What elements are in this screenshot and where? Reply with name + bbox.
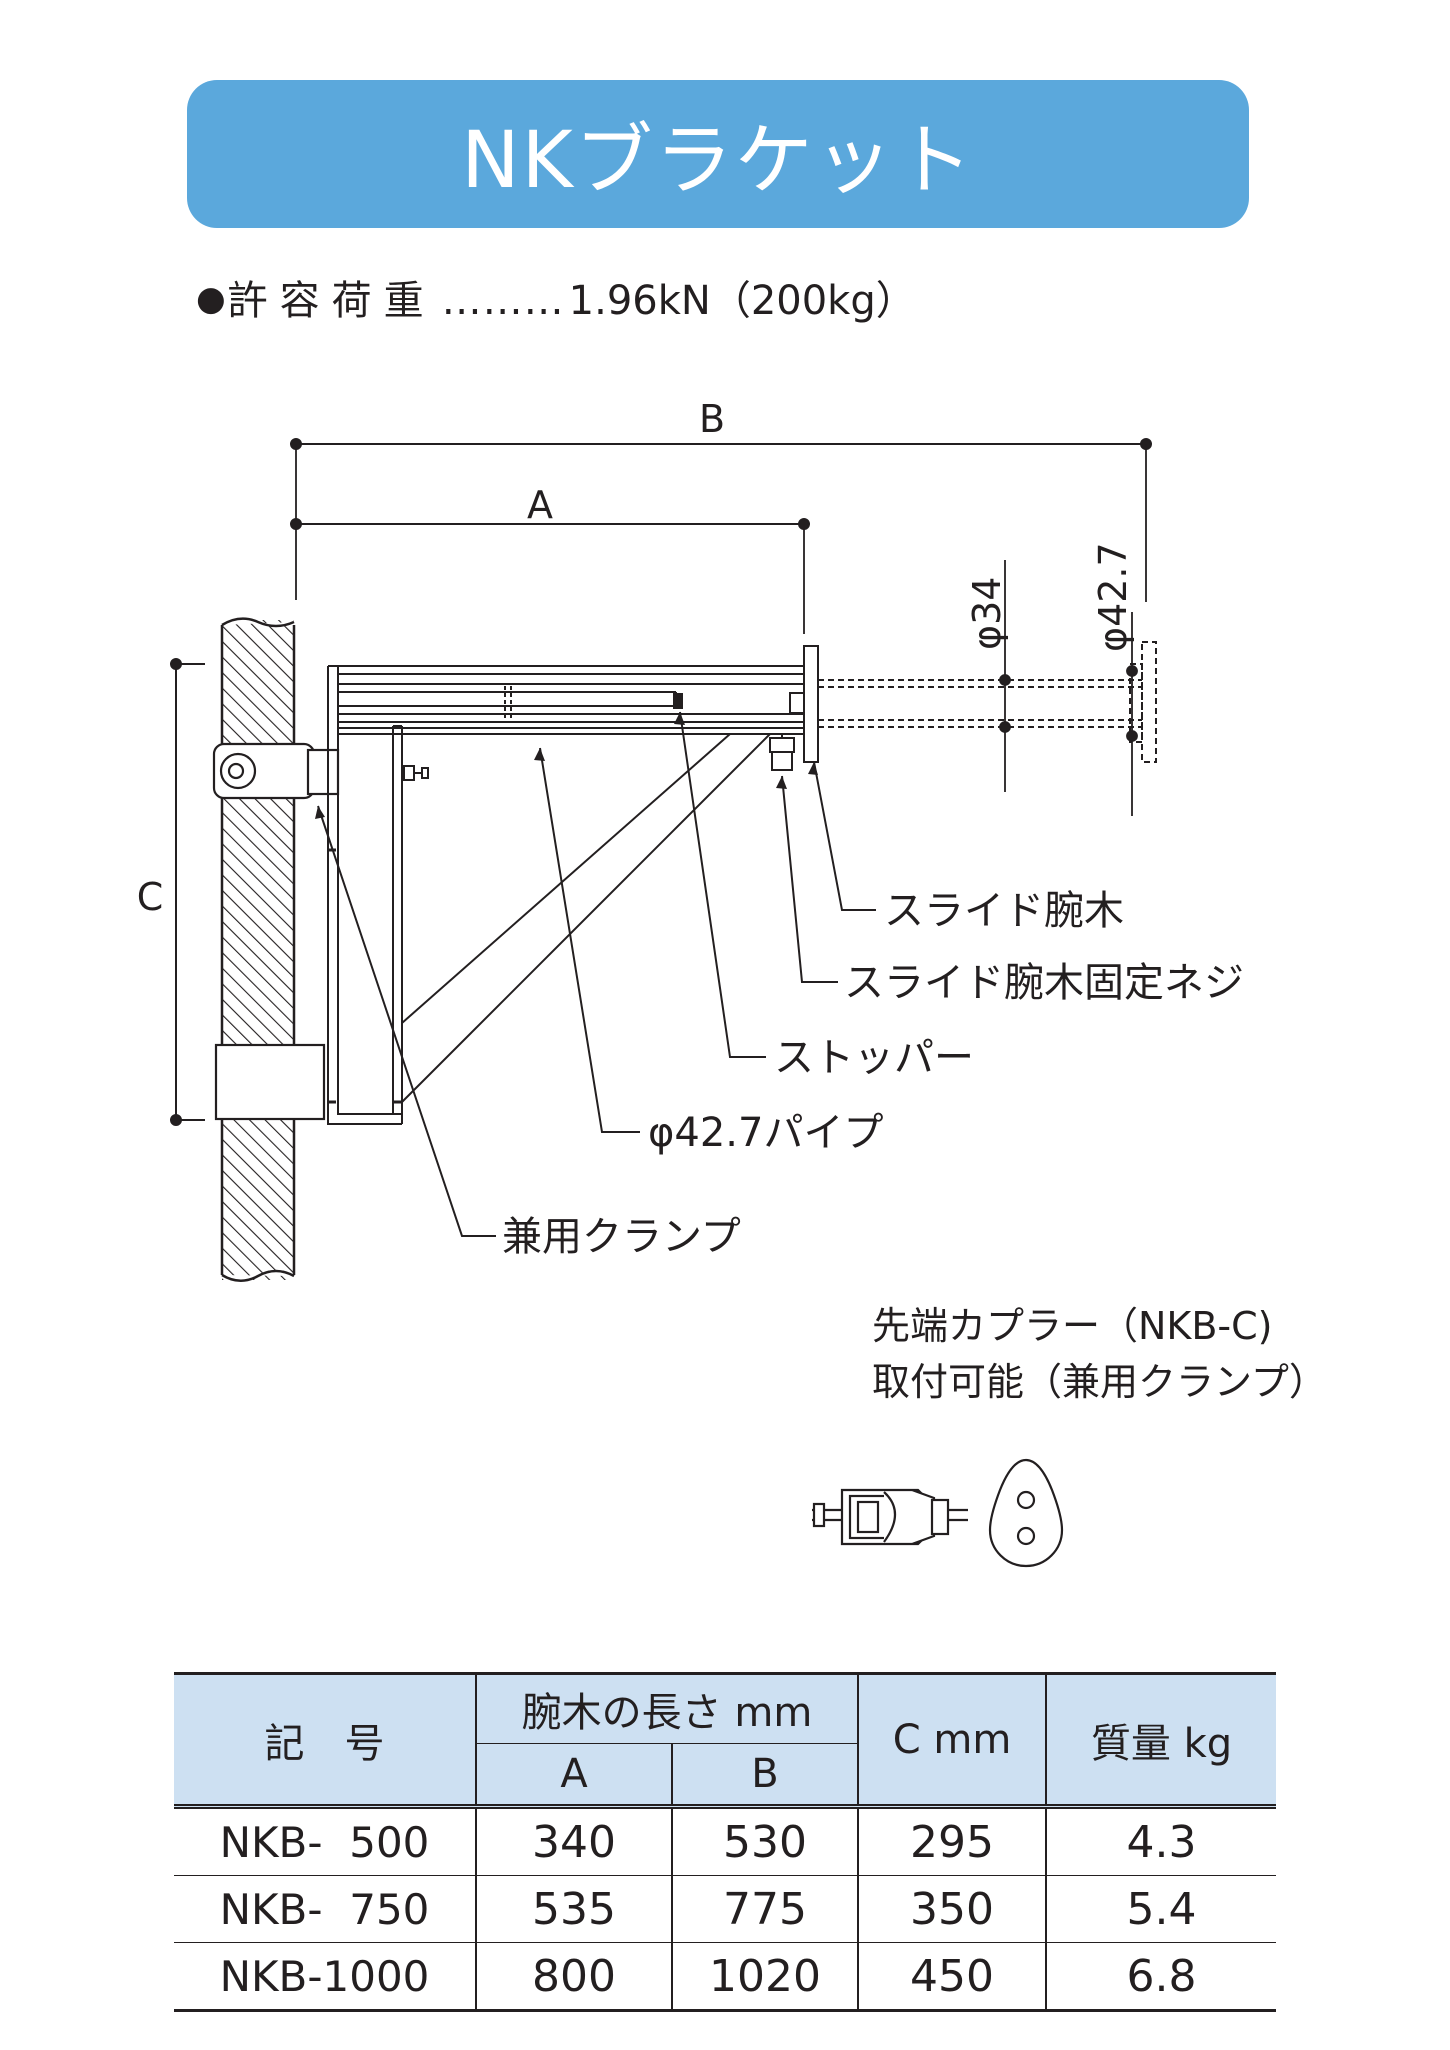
dimension-c <box>170 658 205 1126</box>
coupler-note-line1: 先端カプラー（NKB-C) <box>872 1304 1273 1348</box>
header-b: B <box>672 1743 859 1807</box>
allowable-load: ●許容荷重………1.96kN（200kg） <box>196 268 916 326</box>
spec-table: 記 号 腕木の長さ mm C mm 質量 kg A B NKB- 500 340… <box>174 1672 1276 2012</box>
header-mass: 質量 kg <box>1046 1672 1276 1807</box>
header-symbol: 記 号 <box>174 1672 477 1807</box>
dim-a-label: A <box>527 483 553 527</box>
leader-arrows <box>315 712 818 819</box>
table-row: NKB- 750 535 775 350 5.4 <box>174 1875 1276 1943</box>
label-slide-arm-screw: スライド腕木固定ネジ <box>844 960 1244 1006</box>
cell-model: NKB- 750 <box>174 1875 477 1943</box>
phi-42-7-label: φ42.7 <box>1091 542 1135 652</box>
cell-c: 295 <box>858 1804 1047 1876</box>
label-stopper: ストッパー <box>774 1035 974 1081</box>
page-title: NKブラケット <box>461 116 975 206</box>
table-row: NKB-1000 800 1020 450 6.8 <box>174 1942 1276 2012</box>
cell-mass: 6.8 <box>1046 1942 1276 2012</box>
cell-mass: 5.4 <box>1046 1875 1276 1943</box>
cell-mass: 4.3 <box>1046 1804 1276 1876</box>
bullet: ● <box>196 279 226 319</box>
allowable-load-label: 許容荷重 <box>227 278 436 324</box>
pipe-extension <box>818 641 1157 763</box>
cell-b: 1020 <box>672 1942 859 2012</box>
bracket-diagram: B A C <box>137 397 1244 1568</box>
header-a: A <box>476 1743 673 1807</box>
dimension-a <box>290 518 810 634</box>
dim-c-label: C <box>137 875 164 919</box>
header-c: C mm <box>858 1672 1047 1807</box>
cell-c: 450 <box>858 1942 1047 2012</box>
coupler-side-icon <box>812 1488 968 1546</box>
dim-b-label: B <box>699 397 725 441</box>
label-pipe: φ42.7パイプ <box>648 1110 883 1156</box>
coupler-front-icon <box>988 1458 1064 1568</box>
label-clamp: 兼用クランプ <box>502 1214 741 1260</box>
cell-model: NKB- 500 <box>174 1804 477 1876</box>
coupler-note: 先端カプラー（NKB-C) 取付可能（兼用クランプ） <box>872 1298 1327 1410</box>
support-pipe <box>220 617 296 1282</box>
bracket-frame <box>327 645 819 1125</box>
leader-dots: ……… <box>441 278 565 324</box>
cell-b: 775 <box>672 1875 859 1943</box>
label-slide-arm: スライド腕木 <box>884 888 1124 934</box>
cell-model: NKB-1000 <box>174 1942 477 2012</box>
cell-c: 350 <box>858 1875 1047 1943</box>
header-arm-length: 腕木の長さ mm <box>476 1672 859 1744</box>
upper-clamp <box>212 742 340 800</box>
leader-lines <box>317 711 876 1237</box>
cell-a: 340 <box>476 1804 673 1876</box>
coupler-note-line2: 取付可能（兼用クランプ） <box>872 1360 1327 1404</box>
lower-clamp <box>214 1043 326 1121</box>
phi-34-label: φ34 <box>965 577 1009 650</box>
table-row: NKB- 500 340 530 295 4.3 <box>174 1804 1276 1876</box>
cell-a: 800 <box>476 1942 673 2012</box>
allowable-load-value: 1.96kN（200kg） <box>568 278 916 324</box>
phi-dimensions <box>999 560 1138 816</box>
dimension-b <box>290 438 1152 602</box>
cell-a: 535 <box>476 1875 673 1943</box>
title-banner: NKブラケット <box>187 80 1249 228</box>
cell-b: 530 <box>672 1804 859 1876</box>
